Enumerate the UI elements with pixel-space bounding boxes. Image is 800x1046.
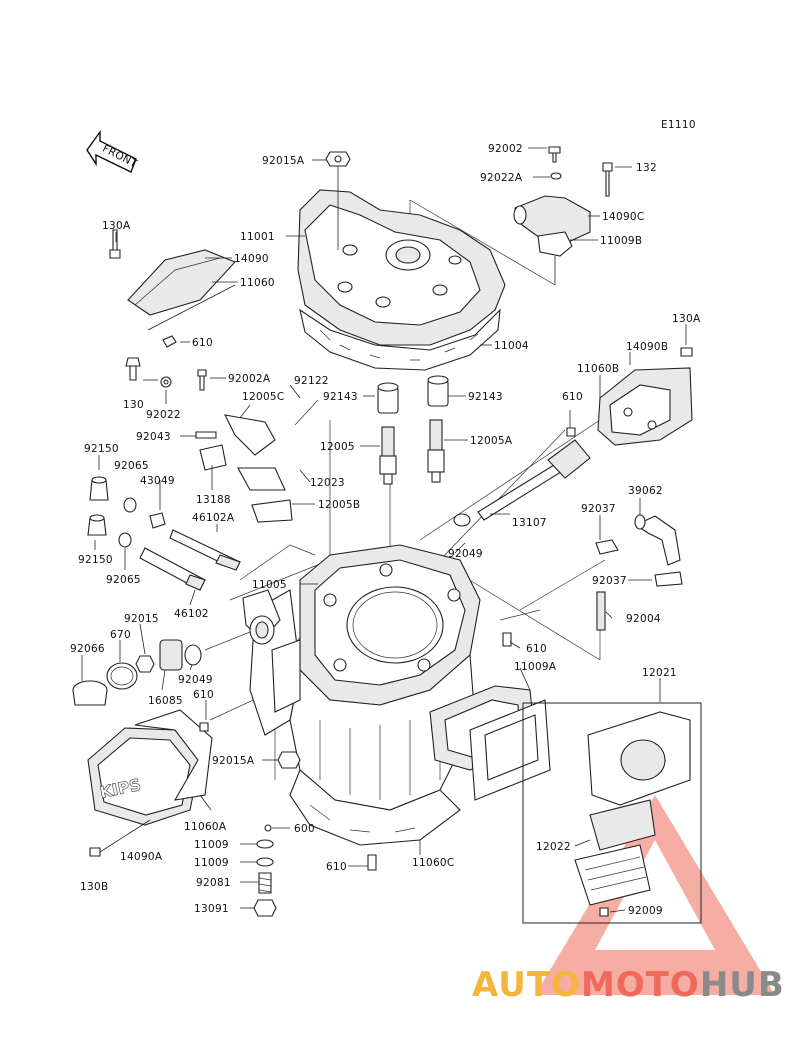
label-610-e: 610 <box>326 861 347 873</box>
label-92022A: 92022A <box>480 172 523 184</box>
label-12005A: 12005A <box>470 435 513 447</box>
valve-parts-center <box>377 375 449 485</box>
label-92037-a: 92037 <box>581 503 616 515</box>
label-92049-a: 92049 <box>448 548 483 560</box>
label-92066: 92066 <box>70 643 105 655</box>
label-11060B: 11060B <box>577 363 619 375</box>
label-46102: 46102 <box>174 608 209 620</box>
label-92037-b: 92037 <box>592 575 627 587</box>
label-11004: 11004 <box>494 340 529 352</box>
label-12022: 12022 <box>536 841 571 853</box>
lower-left-cover: KIPS <box>87 709 213 857</box>
label-14090: 14090 <box>234 253 269 265</box>
assembly-lines <box>204 199 606 830</box>
label-610-c: 610 <box>526 643 547 655</box>
thermostat-cover <box>513 146 613 285</box>
label-11060A: 11060A <box>184 821 227 833</box>
label-92004: 92004 <box>626 613 661 625</box>
label-600: 600 <box>294 823 315 835</box>
label-92150-a: 92150 <box>84 443 119 455</box>
label-12005C: 12005C <box>242 391 285 403</box>
plugs-left <box>87 476 166 548</box>
right-flange <box>566 347 693 446</box>
label-610-a: 610 <box>192 337 213 349</box>
label-130B: 130B <box>80 881 108 893</box>
label-130A-left: 130A <box>102 220 131 232</box>
front-arrow-icon: FRONT <box>86 129 139 173</box>
stud-92004 <box>596 591 606 631</box>
reed-valve-assembly <box>429 685 702 924</box>
label-12005B: 12005B <box>318 499 360 511</box>
label-92002: 92002 <box>488 143 523 155</box>
label-92143-right: 92143 <box>468 391 503 403</box>
label-14090A: 14090A <box>120 851 163 863</box>
small-parts-left <box>125 357 319 523</box>
label-14090C: 14090C <box>602 211 645 223</box>
label-11009B: 11009B <box>600 235 642 247</box>
label-92150-b: 92150 <box>78 554 113 566</box>
part-labels: 92015A 11001 130A 14090 11060 610 11004 … <box>70 143 701 917</box>
label-92122: 92122 <box>294 375 329 387</box>
label-92002A: 92002A <box>228 373 271 385</box>
clamps-92037 <box>595 539 683 587</box>
label-92065-b: 92065 <box>106 574 141 586</box>
label-14090B: 14090B <box>626 341 668 353</box>
label-12023: 12023 <box>310 477 345 489</box>
bottom-small-parts <box>253 632 512 917</box>
label-92065-a: 92065 <box>114 460 149 472</box>
label-92015: 92015 <box>124 613 159 625</box>
label-92043: 92043 <box>136 431 171 443</box>
watermark-auto: AUTO <box>472 965 581 1005</box>
label-12021: 12021 <box>642 667 677 679</box>
label-92049-b: 92049 <box>178 674 213 686</box>
svg-text:AUTOMOTOHUB: AUTOMOTOHUB <box>472 965 785 1005</box>
label-132: 132 <box>636 162 657 174</box>
watermark-hub: HUB <box>700 965 785 1005</box>
label-11009A: 11009A <box>514 661 557 673</box>
label-610-d: 610 <box>193 689 214 701</box>
misc-left-mid <box>72 639 209 732</box>
label-610-b: 610 <box>562 391 583 403</box>
label-12005: 12005 <box>320 441 355 453</box>
label-92022: 92022 <box>146 409 181 421</box>
label-130: 130 <box>123 399 144 411</box>
label-92009: 92009 <box>628 905 663 917</box>
label-92143-left: 92143 <box>323 391 358 403</box>
nut-92015A <box>325 151 351 167</box>
hose-39062 <box>634 514 681 566</box>
shaft-13107 <box>453 439 591 527</box>
label-13091: 13091 <box>194 903 229 915</box>
label-43049: 43049 <box>140 475 175 487</box>
exhaust-valve-parts <box>242 589 281 645</box>
watermark-logo <box>535 795 775 995</box>
label-11009-b: 11009 <box>194 857 229 869</box>
cylinder-head <box>297 163 506 371</box>
label-46102A: 46102A <box>192 512 235 524</box>
label-13188: 13188 <box>196 494 231 506</box>
label-92081: 92081 <box>196 877 231 889</box>
left-cover-plate <box>109 229 236 348</box>
watermark-moto: MOTO <box>581 965 700 1005</box>
watermark-text: AUTOMOTOHUB <box>472 965 785 1005</box>
label-39062: 39062 <box>628 485 663 497</box>
label-11005: 11005 <box>252 579 287 591</box>
label-11060: 11060 <box>240 277 275 289</box>
label-92015A-b: 92015A <box>212 755 255 767</box>
rods-46102 <box>139 529 241 591</box>
label-670: 670 <box>110 629 131 641</box>
label-92015A: 92015A <box>262 155 305 167</box>
label-16085: 16085 <box>148 695 183 707</box>
label-11009-a: 11009 <box>194 839 229 851</box>
diagram-code: E1110 <box>661 119 696 131</box>
label-11001: 11001 <box>240 231 275 243</box>
label-13107: 13107 <box>512 517 547 529</box>
label-11060C: 11060C <box>412 857 455 869</box>
label-130A-right: 130A <box>672 313 701 325</box>
